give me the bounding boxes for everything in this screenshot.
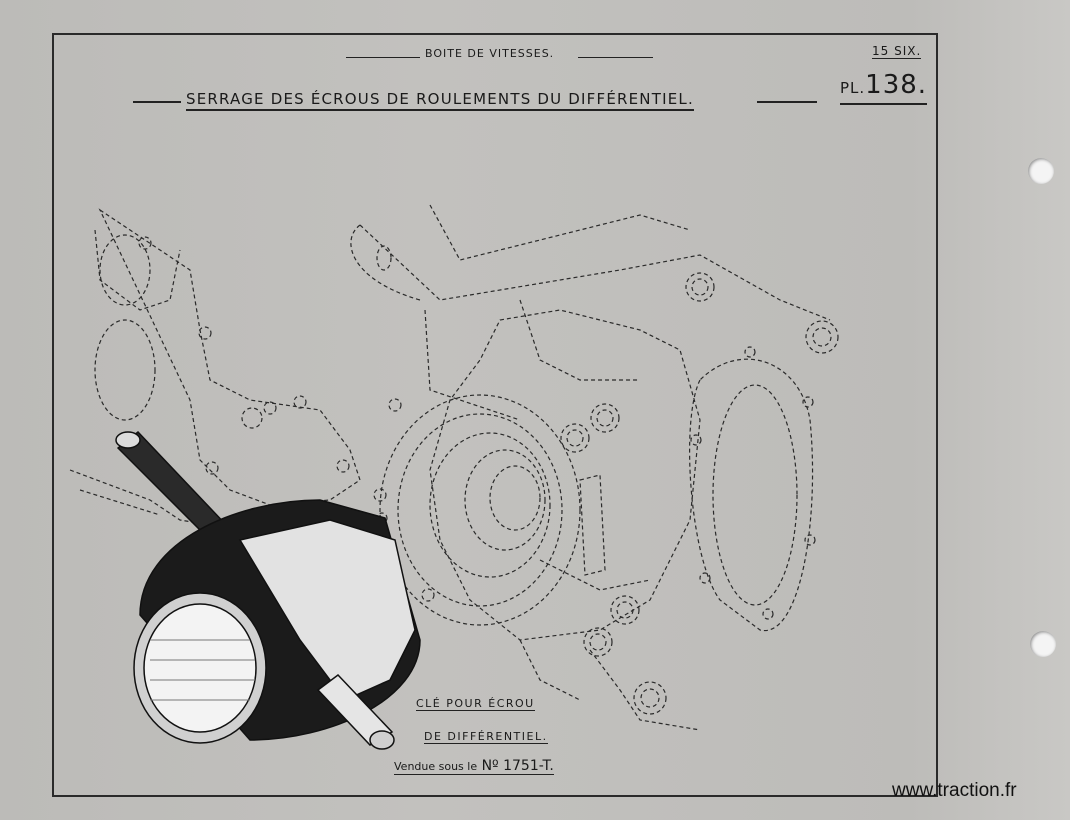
- title-rule-right: [757, 101, 817, 103]
- gearbox-housing-outline: [69, 204, 839, 731]
- title-rule-left: [133, 101, 181, 103]
- tool-reference-number: Nº 1751-T.: [481, 758, 554, 774]
- tool-reference: Vendue sous le Nº 1751-T.: [394, 758, 554, 775]
- tool-caption-line1: CLÉ POUR ÉCROU: [416, 697, 535, 711]
- series-label: BOITE DE VITESSES.: [425, 47, 555, 60]
- watermark-link[interactable]: www.traction.fr: [892, 780, 1017, 801]
- plate-prefix: PL.: [840, 79, 866, 97]
- plate-border: [52, 33, 938, 797]
- tool-caption-line2: DE DIFFÉRENTIEL.: [424, 730, 548, 744]
- binder-hole-bottom: [1030, 631, 1056, 657]
- plate-digits: 138.: [865, 70, 928, 100]
- differential-nut-wrench: [115, 430, 421, 750]
- tool-reference-prefix: Vendue sous le: [394, 760, 478, 773]
- series-rule-right: [578, 57, 653, 58]
- plate-number: PL.138.: [840, 70, 928, 105]
- binder-hole-top: [1028, 158, 1054, 184]
- page-title: SERRAGE DES ÉCROUS DE ROULEMENTS DU DIFF…: [186, 90, 694, 111]
- model-code: 15 SIX.: [872, 44, 922, 59]
- series-rule-left: [346, 57, 420, 58]
